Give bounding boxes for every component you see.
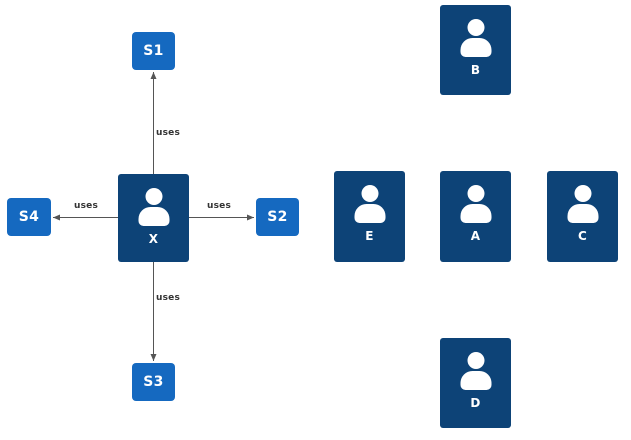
- actor-card-e[interactable]: E: [334, 171, 405, 262]
- person-body: [460, 38, 491, 57]
- service-label-s3: S3: [143, 374, 164, 390]
- edge-label-x-s2: uses: [207, 201, 232, 211]
- person-body: [138, 207, 169, 226]
- actor-label-e: E: [365, 229, 374, 243]
- person-icon: [563, 185, 603, 223]
- person-head: [467, 185, 484, 202]
- person-icon: [456, 352, 496, 390]
- person-icon: [456, 185, 496, 223]
- actor-card-a[interactable]: A: [440, 171, 511, 262]
- person-icon: [350, 185, 390, 223]
- actor-card-b[interactable]: B: [440, 5, 511, 95]
- person-head: [467, 352, 484, 369]
- service-label-s2: S2: [267, 209, 288, 225]
- actor-card-d[interactable]: D: [440, 338, 511, 428]
- service-box-s3[interactable]: S3: [132, 363, 175, 401]
- person-body: [460, 371, 491, 390]
- person-body: [460, 204, 491, 223]
- edge-label-x-s3: uses: [156, 293, 181, 303]
- person-head: [467, 19, 484, 36]
- actor-card-c[interactable]: C: [547, 171, 618, 262]
- actor-label-a: A: [470, 229, 481, 243]
- service-box-s4[interactable]: S4: [7, 198, 51, 236]
- person-head: [574, 185, 591, 202]
- service-label-s4: S4: [18, 209, 40, 225]
- actor-card-x[interactable]: X: [118, 174, 189, 262]
- edge-label-x-s4: uses: [74, 201, 99, 211]
- person-icon: [134, 188, 174, 226]
- actor-label-c: C: [577, 229, 587, 243]
- person-icon: [456, 19, 496, 57]
- actor-label-x: X: [148, 232, 159, 246]
- service-box-s1[interactable]: S1: [132, 32, 175, 70]
- service-label-s1: S1: [143, 43, 164, 59]
- service-box-s2[interactable]: S2: [256, 198, 299, 236]
- person-head: [361, 185, 378, 202]
- person-body: [567, 204, 598, 223]
- person-body: [354, 204, 385, 223]
- actor-label-d: D: [470, 396, 481, 410]
- person-head: [145, 188, 162, 205]
- actor-label-b: B: [470, 63, 481, 77]
- edge-label-x-s1: uses: [156, 128, 181, 138]
